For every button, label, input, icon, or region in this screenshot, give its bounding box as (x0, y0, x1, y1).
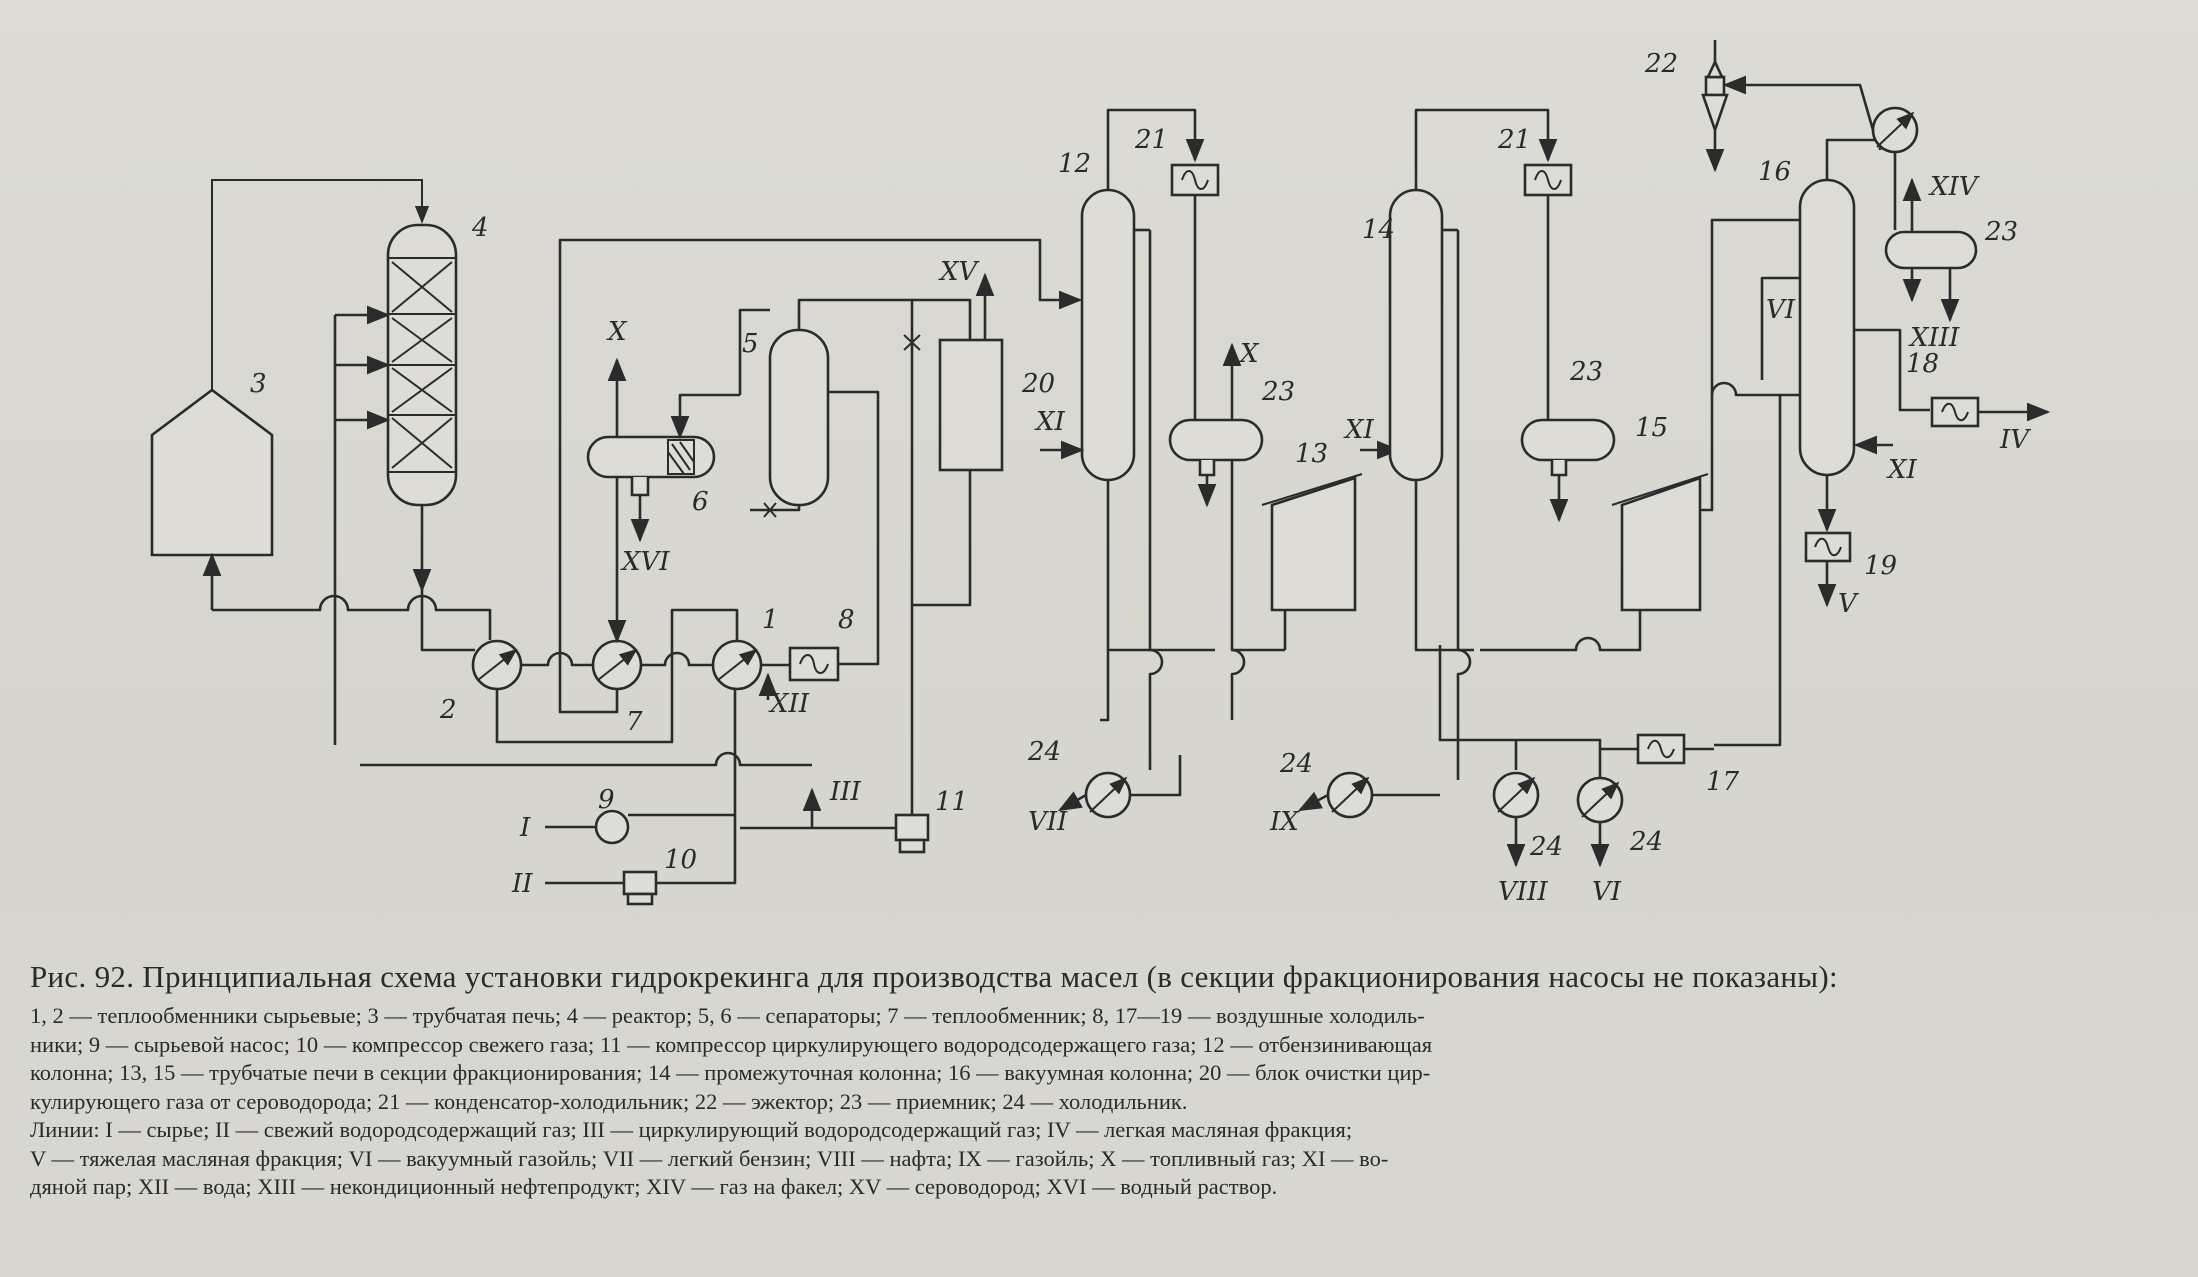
label-eq-16: 16 (1758, 157, 1791, 187)
label-stream-XI-a: XI (1034, 407, 1066, 437)
separator-5 (768, 328, 830, 507)
caption-title: Рис. 92. Принципиальная схема установки … (30, 959, 1838, 994)
label-eq-10: 10 (664, 845, 697, 875)
label-eq-14: 14 (1362, 215, 1395, 245)
label-eq-20: 20 (1021, 369, 1055, 399)
label-eq-3: 3 (250, 369, 267, 399)
label-eq-24b: 24 (1279, 749, 1313, 779)
label-eq-18: 18 (1906, 349, 1939, 379)
legend-line: колонна; 13, 15 — трубчатые печи в секци… (30, 1060, 1431, 1085)
label-eq-24c: 24 (1529, 832, 1563, 862)
label-eq-15: 15 (1635, 413, 1668, 443)
label-stream-IX: IX (1269, 807, 1300, 837)
label-eq-23a: 23 (1261, 377, 1295, 407)
receiver-23c (1884, 230, 1978, 270)
label-eq-1: 1 (762, 605, 779, 635)
label-eq-7: 7 (626, 707, 643, 737)
label-eq-23b: 23 (1569, 357, 1603, 387)
figure-caption: Рис. 92. Принципиальная схема установки … (30, 958, 2170, 1202)
legend-line: 1, 2 — теплообменники сырьевые; 3 — труб… (30, 1003, 1425, 1028)
label-eq-9: 9 (598, 785, 615, 815)
label-eq-17: 17 (1706, 767, 1740, 797)
feed-pump-9 (594, 809, 630, 845)
separator-6 (586, 435, 716, 497)
condenser-21b (1523, 163, 1573, 197)
label-stream-VIII: VIII (1498, 877, 1548, 907)
label-eq-13: 13 (1295, 439, 1328, 469)
label-stream-X-left: X (606, 317, 628, 347)
reactor-4 (386, 223, 458, 507)
tube-furnace-15 (1611, 473, 1709, 612)
heat-exchanger-2 (471, 639, 523, 691)
label-stream-XI-b: XI (1343, 415, 1375, 445)
recycle-compressor-11 (894, 813, 930, 854)
cooler-top-16 (1871, 106, 1919, 154)
air-cooler-17 (1636, 733, 1686, 765)
receiver-23a (1168, 418, 1264, 477)
legend-line: ники; 9 — сырьевой насос; 10 — компрессо… (30, 1031, 1433, 1057)
label-stream-II: II (511, 869, 533, 899)
label-eq-4: 4 (471, 213, 489, 243)
label-stream-III: III (829, 777, 862, 807)
cooler-24a (1084, 771, 1132, 819)
label-eq-21b: 21 (1497, 125, 1531, 155)
label-stream-XV: XV (938, 257, 980, 287)
heat-exchanger-7 (591, 639, 643, 691)
label-eq-8: 8 (838, 605, 855, 635)
label-stream-IV: IV (1999, 425, 2031, 455)
cooler-24b (1326, 771, 1374, 819)
label-stream-XI-c: XI (1886, 455, 1918, 485)
label-eq-22: 22 (1644, 49, 1678, 79)
label-eq-21a: 21 (1134, 125, 1168, 155)
label-eq-5: 5 (742, 329, 759, 359)
legend-line: кулирующего газа от сероводорода; 21 — к… (30, 1088, 1188, 1114)
condenser-21a (1170, 163, 1220, 197)
label-eq-23c: 23 (1984, 217, 2018, 247)
tube-furnace-13 (1261, 473, 1363, 612)
heat-exchanger-1 (711, 639, 763, 691)
air-cooler-8 (788, 646, 840, 682)
legend-line: дяной пар; XII — вода; XIII — некондицио… (30, 1174, 1278, 1199)
cooler-24d (1576, 776, 1624, 824)
label-eq-19: 19 (1864, 551, 1897, 581)
cooler-24c (1492, 771, 1540, 819)
vacuum-column-16 (1798, 178, 1856, 477)
label-stream-VII: VII (1028, 807, 1068, 837)
label-stream-V: V (1838, 589, 1859, 619)
stripping-column-12 (1080, 188, 1136, 482)
label-stream-X-mid: X (1238, 339, 1260, 369)
label-stream-XII: XII (768, 689, 810, 719)
label-eq-6: 6 (692, 487, 709, 517)
ejector-22 (1701, 58, 1729, 135)
intermediate-column-14 (1388, 188, 1444, 482)
label-eq-12: 12 (1058, 149, 1091, 179)
label-eq-24d: 24 (1629, 827, 1663, 857)
process-flow-diagram: 1 2 3 4 5 6 7 8 9 10 11 12 13 14 15 16 1… (150, 40, 2051, 907)
label-stream-XIII: XIII (1908, 323, 1960, 353)
label-stream-VI-top: VI (1766, 295, 1796, 325)
legend-line: Линии: I — сырье; II — свежий водородсод… (30, 1117, 1353, 1142)
legend-line: V — тяжелая масляная фракция; VI — вакуу… (30, 1145, 1389, 1171)
label-eq-11: 11 (935, 787, 968, 817)
label-eq-2: 2 (439, 695, 457, 725)
label-eq-24a: 24 (1027, 737, 1061, 767)
label-stream-VI-bottom: VI (1592, 877, 1622, 907)
label-stream-I: I (519, 813, 531, 843)
air-cooler-18 (1930, 396, 1980, 428)
receiver-23b (1520, 418, 1616, 477)
gas-purification-block-20 (938, 338, 1004, 472)
label-stream-XVI: XVI (620, 547, 670, 577)
label-stream-XIV: XIV (1928, 172, 1980, 202)
tube-furnace-3 (150, 179, 430, 557)
fresh-gas-compressor-10 (622, 870, 658, 906)
air-cooler-19 (1804, 531, 1852, 563)
